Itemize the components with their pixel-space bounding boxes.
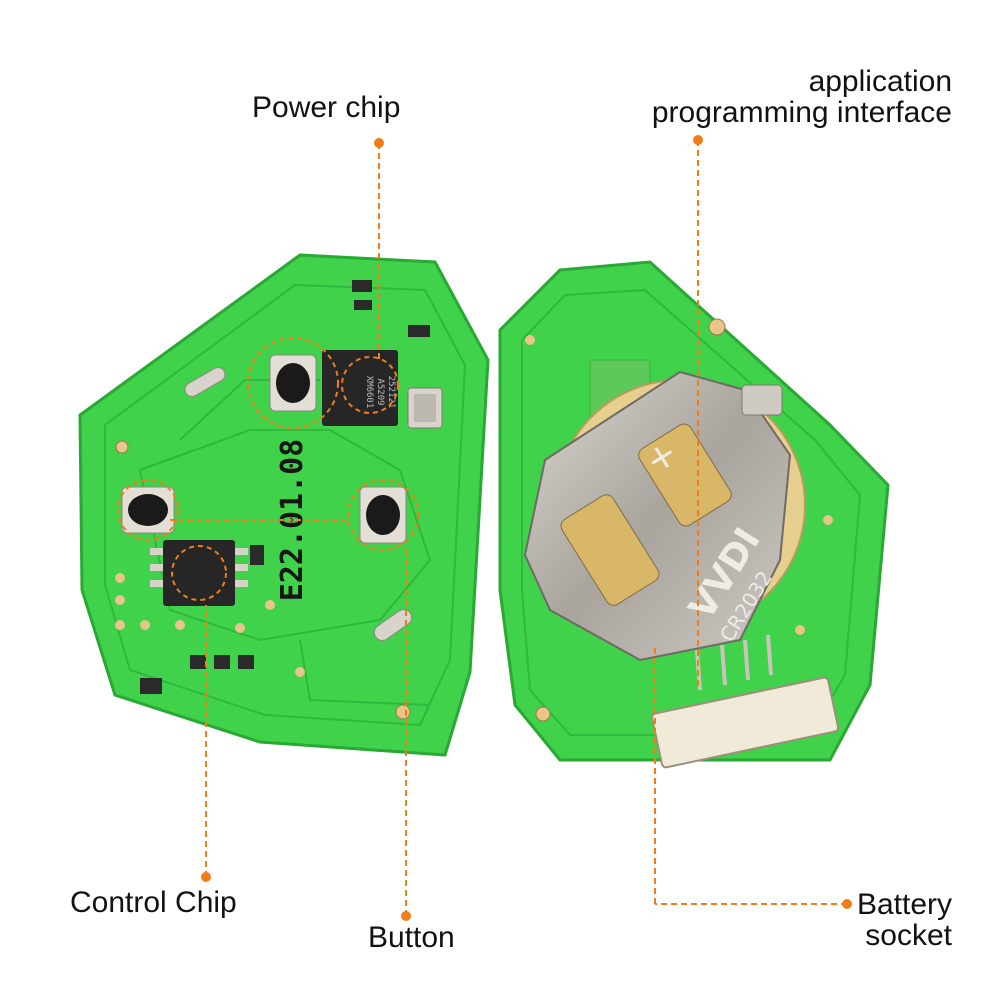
leader-api xyxy=(693,135,703,690)
left-button-3 xyxy=(359,486,407,544)
battery-clip: + VVDI CR2032 xyxy=(523,370,792,662)
label-api-line1: application xyxy=(808,65,952,98)
label-api-line2: programming interface xyxy=(651,96,952,129)
label-battery-socket: Battery socket xyxy=(857,889,952,951)
label-power-chip: Power chip xyxy=(252,91,401,124)
power-chip-marking-2: A5209 xyxy=(375,378,385,405)
power-chip-marking-1: XM6601 xyxy=(364,376,374,409)
label-control-chip: Control Chip xyxy=(70,886,237,919)
label-battery-line2: socket xyxy=(865,919,952,952)
label-battery-line1: Battery xyxy=(856,888,952,921)
leader-battery-socket xyxy=(654,645,852,909)
left-smd-parts xyxy=(140,280,430,694)
power-chip-package: XM6601 A5209 252121 xyxy=(322,350,398,426)
left-button-2 xyxy=(121,486,175,534)
label-button: Button xyxy=(368,921,455,954)
annotation-rings xyxy=(117,337,419,601)
leader-button xyxy=(401,550,411,921)
control-chip-package xyxy=(150,540,248,606)
crystal-oscillator xyxy=(407,387,443,429)
left-button-1 xyxy=(269,354,317,412)
leader-control-chip xyxy=(201,605,211,882)
power-chip-marking-3: 252121 xyxy=(386,376,396,409)
leader-power-chip xyxy=(374,138,384,360)
label-api: application programming interface xyxy=(652,66,952,128)
